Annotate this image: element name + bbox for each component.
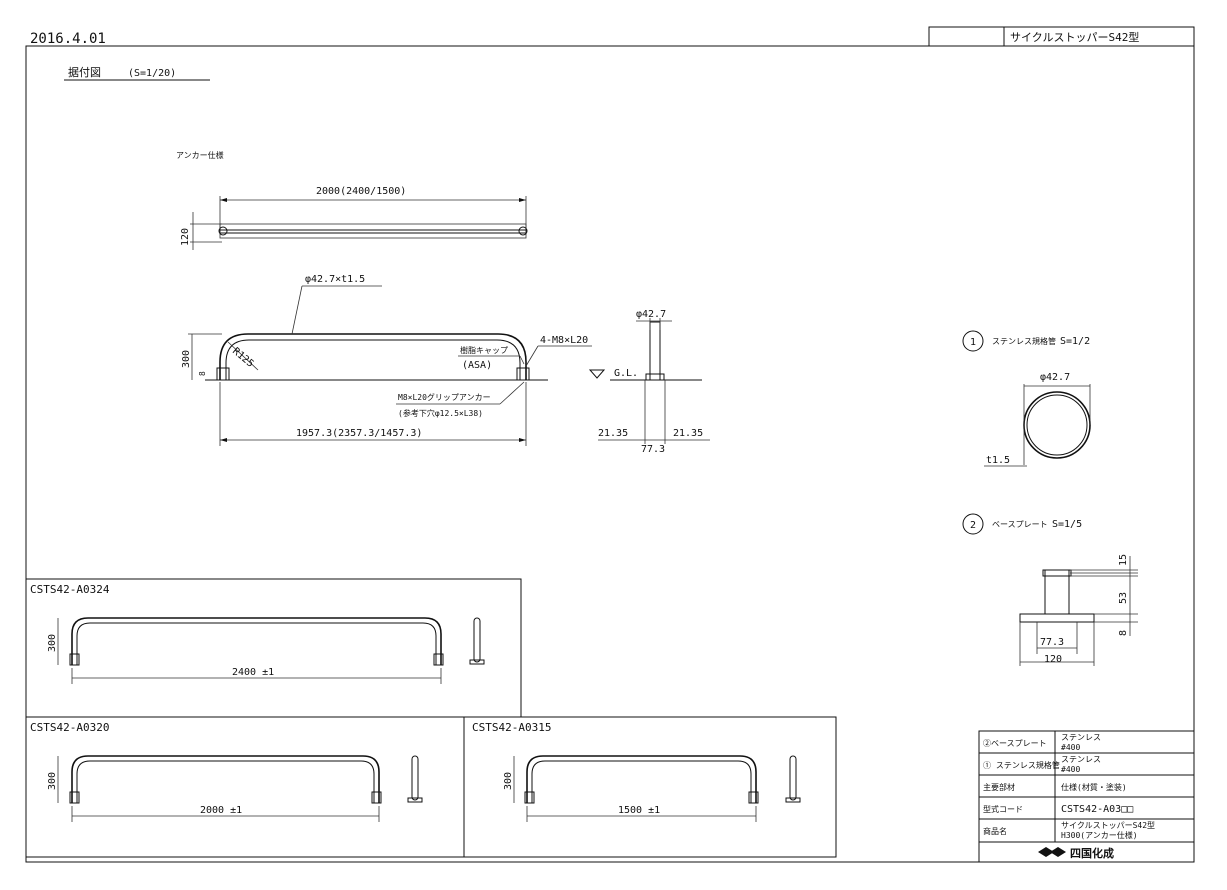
detail1-title: ステンレス規格管 [992, 336, 1056, 346]
anchor-label: M8×L20グリップアンカー [398, 392, 491, 402]
tb-row5-label: 商品名 [983, 826, 1007, 836]
variant-panel-1: CSTS42-A0324 2400 ±1 300 [25, 578, 522, 718]
detail2-num: 2 [970, 520, 976, 531]
title-block: ②ベースプレート ステンレス #400 ① ステンレス規格管 ステンレス #40… [978, 730, 1195, 863]
side-right-dim: 21.35 [673, 428, 703, 439]
detail2-title: ベースプレート [992, 520, 1048, 529]
variant1-height: 300 [47, 634, 58, 652]
tb-row2-value2: #400 [1061, 765, 1080, 774]
detail2-h3: 8 [1118, 630, 1129, 636]
date-label: 2016.4.01 [30, 31, 106, 47]
tb-row2-label: ① ステンレス規格管 [983, 760, 1060, 770]
tb-row5-value1: サイクルストッパーS42型 [1061, 821, 1155, 830]
detail2-w-outer: 120 [1044, 654, 1062, 665]
top-length-dim: 2000(2400/1500) [316, 186, 406, 197]
sheet-border [25, 45, 1195, 863]
variant2-height: 300 [47, 772, 58, 790]
side-width-dim: 77.3 [641, 444, 665, 455]
side-pipe-dim: φ42.7 [636, 309, 666, 320]
span-dim: 1957.3(2357.3/1457.3) [296, 428, 422, 439]
main-view-title: 据付図 [68, 65, 101, 79]
tb-row5-value2: H300(アンカー仕様) [1061, 830, 1138, 840]
side-left-dim: 21.35 [598, 428, 628, 439]
tb-row1-value2: #400 [1061, 743, 1080, 752]
detail1-thick: t1.5 [986, 455, 1010, 466]
radius-dim: R125 [230, 346, 256, 370]
tb-row2-value1: ステンレス [1061, 755, 1101, 764]
top-width-dim: 120 [180, 228, 191, 246]
gl-label: G.L. [614, 368, 638, 379]
variant-panel-3: CSTS42-A0315 1500 ±1 300 [463, 716, 837, 858]
variant2-length: 2000 ±1 [200, 805, 242, 816]
main-view-scale: (S=1/20) [128, 68, 176, 79]
tb-row4-label: 型式コード [983, 804, 1023, 814]
detail2-w-inner: 77.3 [1040, 637, 1064, 648]
tb-row3-label: 主要部材 [983, 782, 1015, 792]
tb-row4-value1: CSTS42-A03□□ [1061, 804, 1133, 815]
pipe-dim: φ42.7×t1.5 [305, 274, 365, 285]
company-logo-icon [1038, 847, 1066, 857]
base-h-dim: 8 [198, 371, 207, 376]
side-view: G.L. φ42.7 21.35 21.35 77.3 [588, 309, 710, 455]
detail2-h1: 15 [1118, 554, 1129, 566]
variant1-code: CSTS42-A0324 [30, 583, 110, 596]
variant3-height: 300 [503, 772, 514, 790]
top-view: 2000(2400/1500) 120 [180, 186, 528, 250]
tb-row3-value1: 仕様(材質・塗装) [1061, 782, 1127, 792]
detail2-scale: S=1/5 [1052, 519, 1082, 530]
height-dim: 300 [181, 350, 192, 368]
detail2-h2: 53 [1118, 592, 1129, 604]
variant2-code: CSTS42-A0320 [30, 721, 109, 734]
bolt-spec: 4-M8×L20 [540, 335, 588, 346]
variant1-length: 2400 ±1 [232, 667, 274, 678]
detail1-scale: S=1/2 [1060, 336, 1090, 347]
cap-label: 樹脂キャップ [460, 345, 508, 355]
front-view: 300 8 φ42.7×t1.5 R125 4-M8×L20 樹脂キャップ (A… [181, 274, 592, 446]
title-box [928, 26, 1195, 47]
variant3-code: CSTS42-A0315 [472, 721, 551, 734]
company-name: 四国化成 [1070, 846, 1114, 860]
variant3-length: 1500 ±1 [618, 805, 660, 816]
cap-material: (ASA) [462, 360, 492, 371]
anchor-hole: (参考下穴φ12.5×L38) [398, 408, 483, 418]
tb-row1-label: ②ベースプレート [983, 739, 1047, 748]
detail1-dia: φ42.7 [1040, 372, 1070, 383]
detail1-num: 1 [970, 337, 976, 348]
product-title: サイクルストッパーS42型 [1010, 30, 1139, 44]
variant-panel-2: CSTS42-A0320 2000 ±1 300 [25, 716, 465, 858]
variant-label: アンカー仕様 [176, 150, 224, 160]
detail-2: 2 ベースプレート S=1/5 15 53 8 77.3 120 [962, 513, 1138, 666]
detail-1: 1 ステンレス規格管 S=1/2 φ42.7 t1.5 [962, 330, 1091, 467]
tb-row1-value1: ステンレス [1061, 733, 1101, 742]
